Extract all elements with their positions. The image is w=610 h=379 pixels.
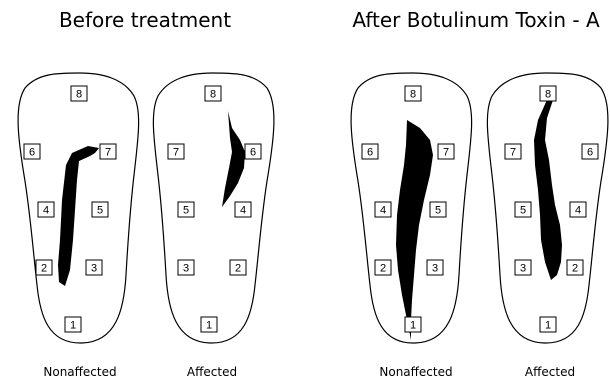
sensor-label: 6	[587, 147, 593, 159]
foot-caption: Affected	[525, 365, 575, 379]
sensor-label: 4	[575, 205, 581, 217]
sensor-label: 8	[76, 89, 82, 101]
sensor-label: 1	[410, 320, 416, 332]
title-before-treatment: Before treatment	[59, 8, 231, 32]
sensor-label: 4	[240, 205, 246, 217]
sensor-label: 7	[173, 147, 179, 159]
sensor-label: 7	[443, 147, 449, 159]
sensor-label: 5	[97, 205, 103, 217]
title-after-botox: After Botulinum Toxin - A	[352, 8, 600, 32]
sensor-label: 5	[435, 205, 441, 217]
sensor-label: 3	[183, 263, 189, 275]
sensor-label: 6	[250, 147, 256, 159]
sensor-label: 6	[367, 147, 373, 159]
foot-outline	[153, 73, 274, 343]
sensor-label: 7	[510, 147, 516, 159]
sensor-label: 7	[105, 147, 111, 159]
sensor-label: 5	[520, 205, 526, 217]
sensor-label: 8	[210, 89, 216, 101]
sensor-label: 5	[183, 205, 189, 217]
sensor-label: 3	[91, 263, 97, 275]
foot-caption: Affected	[187, 365, 237, 379]
sensor-label: 2	[380, 263, 386, 275]
sensor-label: 1	[206, 320, 212, 332]
sensor-label: 4	[43, 205, 49, 217]
foot-after-affected: 8 7 6 5 4 3 2 1 Affected	[487, 73, 608, 379]
sensor-label: 2	[235, 263, 241, 275]
sensor-label: 3	[520, 263, 526, 275]
foot-before-affected: 8 7 6 5 4 3 2 1 Affected	[153, 73, 274, 379]
sensor-label: 3	[432, 263, 438, 275]
sensor-label: 8	[410, 89, 416, 101]
foot-caption: Nonaffected	[43, 365, 116, 379]
foot-caption: Nonaffected	[379, 365, 452, 379]
foot-outline	[18, 73, 139, 343]
foot-after-nonaffected: 8 6 7 4 5 2 3 1 Nonaffected	[351, 73, 472, 379]
sensor-label: 4	[380, 205, 386, 217]
foot-before-nonaffected: 8 6 7 4 5 2 3 1 Nonaffected	[18, 73, 139, 379]
sensor-label: 2	[41, 263, 47, 275]
sensor-label: 1	[70, 320, 76, 332]
sensor-label: 8	[545, 89, 551, 101]
sensor-label: 6	[29, 147, 35, 159]
sensor-label: 1	[545, 320, 551, 332]
sensor-label: 2	[572, 263, 578, 275]
